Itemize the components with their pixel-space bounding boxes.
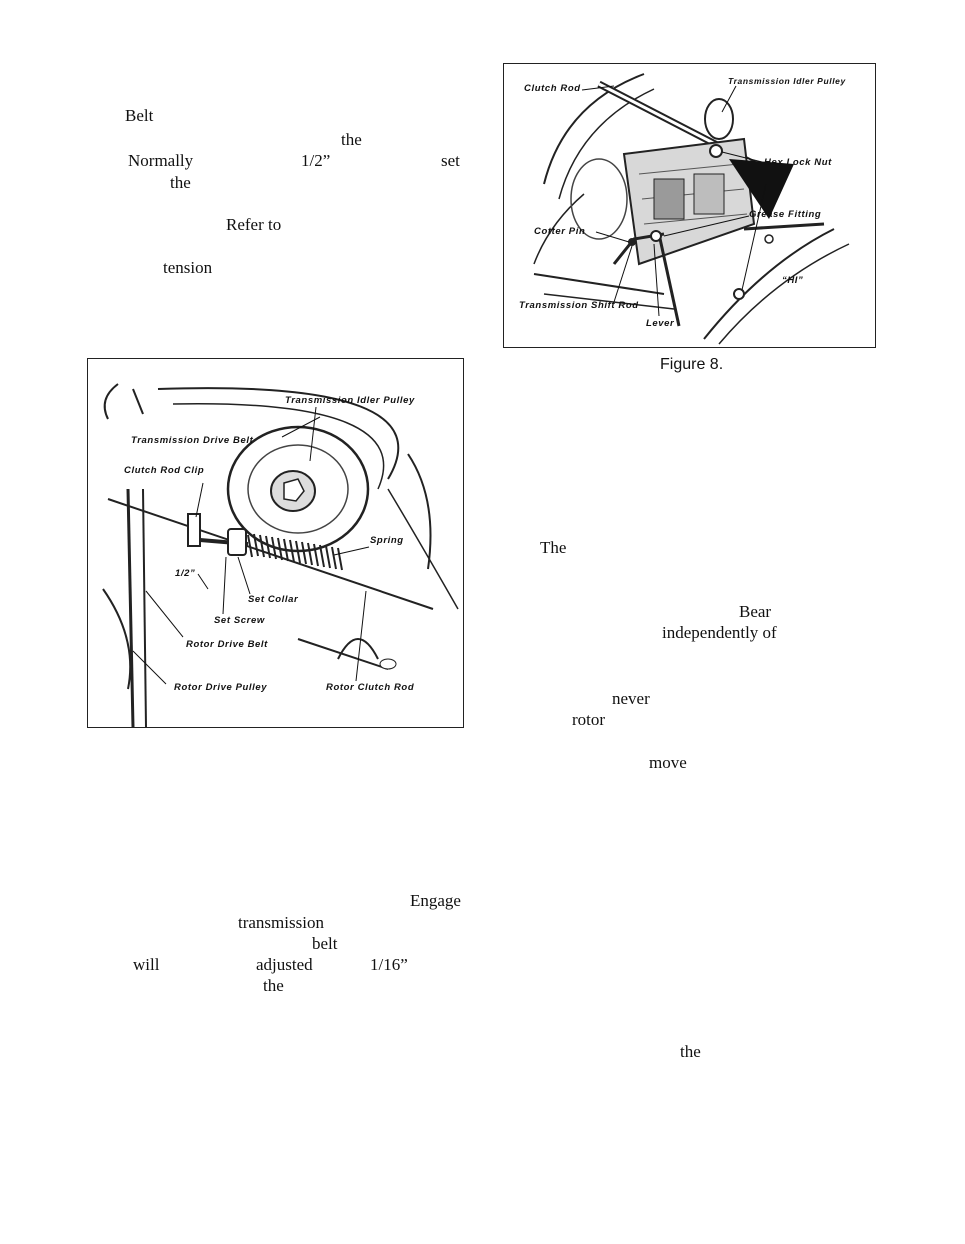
label-lever: Lever [646, 318, 675, 329]
label-half-inch: 1/2” [175, 568, 196, 579]
word-independently-of: independently of [662, 623, 777, 642]
word-the: the [170, 173, 191, 192]
label-hi: “HI” [782, 275, 804, 286]
clutch-belt-drawing [102, 383, 459, 727]
clutch-belt-figure: Transmission Idler Pulley Transmission D… [87, 358, 464, 728]
word-move: move [649, 753, 687, 772]
word-tension: tension [163, 258, 213, 277]
label-set-screw: Set Screw [214, 615, 265, 626]
word-the: the [341, 130, 362, 149]
figure-8-caption: Figure 8. [660, 356, 724, 373]
label-rotor-clutch-rod: Rotor Clutch Rod [326, 682, 415, 693]
word-sixteenth-inch: 1/16” [370, 955, 408, 974]
label-grease-fitting: Grease Fitting [749, 209, 822, 220]
word-rotor: rotor [572, 710, 606, 729]
label-cotter-pin: Cotter Pin [534, 226, 586, 237]
label-transmission-drive-belt: Transmission Drive Belt [131, 435, 254, 446]
label-rotor-drive-pulley: Rotor Drive Pulley [174, 682, 268, 693]
label-transmission-idler-pulley: Transmission Idler Pulley [285, 395, 415, 406]
word-adjusted: adjusted [256, 955, 313, 974]
word-bear: Bear [739, 602, 772, 621]
label-rotor-drive-belt: Rotor Drive Belt [186, 639, 268, 650]
word-never: never [612, 689, 650, 708]
word-the-capital: The [540, 538, 567, 557]
word-set: set [441, 151, 460, 170]
word-the: the [263, 976, 284, 995]
label-hex-lock-nut: Hex Lock Nut [764, 157, 832, 168]
word-belt: Belt [125, 106, 154, 125]
word-will: will [133, 955, 160, 974]
label-transmission-idler-pulley: Transmission Idler Pulley [728, 76, 846, 86]
transmission-assembly-drawing [533, 73, 850, 345]
word-half-inch: 1/2” [301, 151, 331, 170]
word-the: the [680, 1042, 701, 1061]
label-clutch-rod: Clutch Rod [524, 83, 581, 94]
label-set-collar: Set Collar [248, 594, 299, 605]
word-engage: Engage [410, 891, 461, 910]
word-refer-to: Refer to [226, 215, 282, 234]
word-normally: Normally [128, 151, 194, 170]
word-transmission: transmission [238, 913, 324, 932]
figure-8-illustration: Clutch Rod Transmission Idler Pulley Hex… [503, 63, 876, 348]
label-spring: Spring [370, 535, 404, 546]
label-clutch-rod-clip: Clutch Rod Clip [124, 465, 205, 476]
label-transmission-shift-rod: Transmission Shift Rod [519, 300, 639, 311]
word-belt: belt [312, 934, 338, 953]
